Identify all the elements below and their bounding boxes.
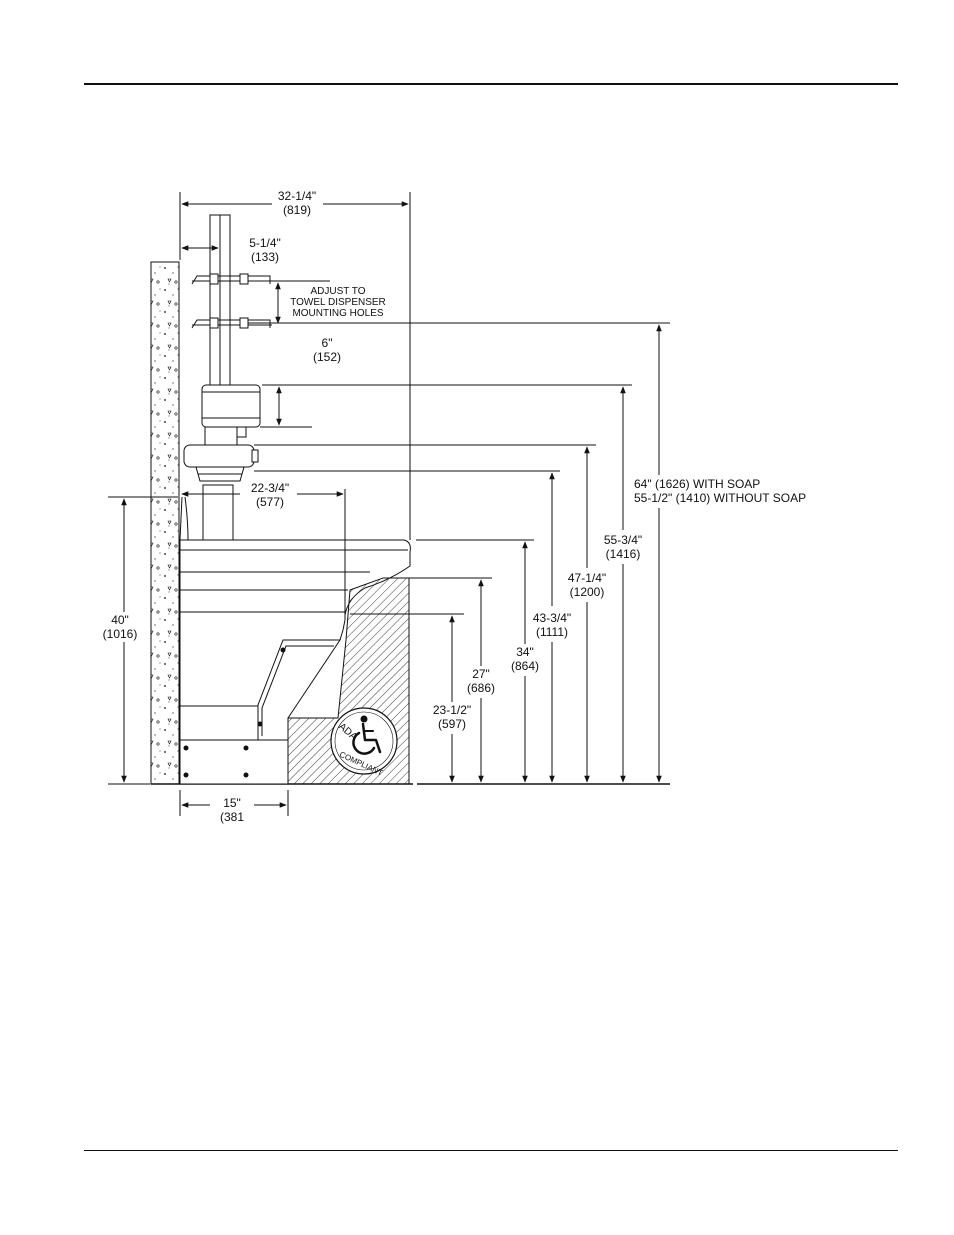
bowl-depth-in: 22-3/4" [251, 481, 289, 495]
height-23-in: 23-1/2" [433, 703, 471, 717]
height-43-in: 43-3/4" [533, 611, 571, 625]
height-23-dimension: 23-1/2" (597) [433, 615, 471, 783]
height-55-in: 55-3/4" [604, 533, 642, 547]
height-47-mm: (1200) [570, 585, 605, 599]
adjust-note: ADJUST TO TOWEL DISPENSER MOUNTING HOLES [272, 280, 386, 324]
wall-height-mm: (1016) [103, 627, 138, 641]
bowl-depth-mm: (577) [256, 495, 284, 509]
support-bracket-base [179, 639, 341, 785]
height-34-dimension: 34" (864) [511, 541, 539, 783]
base-width-dimension: 15" (381 [179, 790, 289, 824]
height-27-dimension: 27" (686) [467, 579, 495, 783]
overall-width-mm: (819) [283, 203, 311, 217]
height-43-mm: (1111) [536, 625, 568, 639]
height-34-in: 34" [516, 645, 534, 659]
base-width-mm: (381 [220, 810, 244, 824]
ada-compliant-badge: ADA COMPLIANT [330, 707, 398, 778]
overall-width-in: 32-1/4" [278, 189, 316, 203]
height-55-mm: (1416) [606, 547, 641, 561]
wheelchair-icon [352, 715, 382, 755]
height-34-mm: (864) [511, 659, 539, 673]
bowl-depth-dimension: 22-3/4" (577) [181, 481, 344, 509]
height-64-dimension: 64" (1626) WITH SOAP 55-1/2" (1410) WITH… [634, 324, 806, 783]
height-47-in: 47-1/4" [568, 571, 606, 585]
six-inch-mm: (152) [313, 350, 341, 364]
height-23-mm: (597) [438, 717, 466, 731]
soap-dispenser [201, 384, 261, 446]
height-47-dimension: 47-1/4" (1200) [568, 446, 606, 783]
height-27-in: 27" [472, 667, 490, 681]
adjust-note-line-2: TOWEL DISPENSER [290, 297, 386, 308]
adjust-note-line-1: ADJUST TO [310, 286, 365, 297]
height-64-without-soap: 55-1/2" (1410) WITHOUT SOAP [634, 491, 806, 505]
base-width-in: 15" [223, 796, 241, 810]
wall-offset-in: 5-1/4" [249, 236, 281, 250]
header-rule [84, 83, 898, 85]
wall-height-in: 40" [111, 613, 129, 627]
vertical-pipe [202, 214, 234, 541]
height-64-with-soap: 64" (1626) WITH SOAP [634, 477, 760, 491]
six-inch-in: 6" [322, 336, 333, 350]
wall-offset-mm: (133) [251, 250, 279, 264]
height-55-dimension: 55-3/4" (1416) [604, 386, 642, 783]
height-extension-lines [248, 322, 670, 615]
adjust-note-line-3: MOUNTING HOLES [292, 308, 383, 319]
six-inch-dimension: 6" (152) [260, 336, 341, 428]
faucet-head [183, 444, 259, 482]
footer-rule [84, 1150, 898, 1151]
overall-width-dimension: 32-1/4" (819) [179, 189, 411, 540]
wall-offset-dimension: 5-1/4" (133) [181, 236, 281, 264]
height-43-dimension: 43-3/4" (1111) [533, 472, 571, 783]
basin [179, 489, 411, 784]
concrete-wall [150, 261, 180, 785]
height-27-mm: (686) [467, 681, 495, 695]
towel-dispenser-brackets [191, 273, 272, 329]
wall-height-dimension: 40" (1016) [103, 496, 178, 783]
